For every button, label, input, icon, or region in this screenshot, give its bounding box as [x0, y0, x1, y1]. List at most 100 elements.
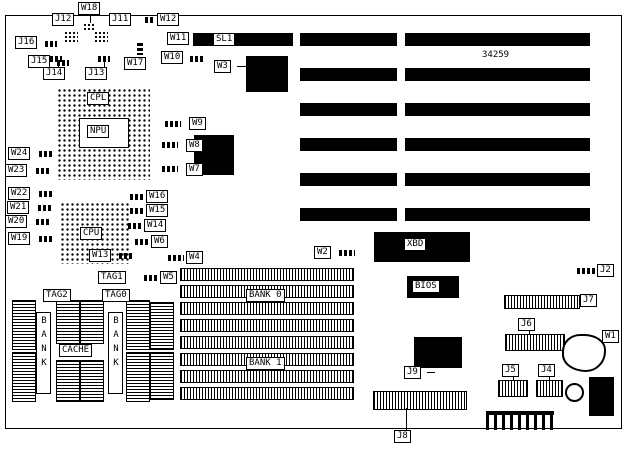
cache-chip: [56, 300, 80, 344]
cache-chip: [150, 302, 174, 350]
leader-line-j9: [427, 372, 435, 373]
label-w23: W23: [5, 164, 28, 177]
cache-chip: [12, 300, 36, 350]
label-bank-left: BANK: [36, 312, 51, 394]
jumper-pins-w18: [83, 23, 95, 30]
label-cache: CACHE: [59, 344, 93, 357]
jumper-pins-w6: [135, 239, 149, 245]
isa-slot-4-seg-a: [300, 138, 397, 151]
jumper-pins-w14: [128, 223, 142, 229]
isa-slot-6-seg-a: [300, 208, 397, 221]
leader-line-j14: [58, 62, 59, 67]
leader-line-j8: [406, 408, 407, 431]
label-j5: J5: [502, 364, 519, 377]
pin-header-j4: [536, 380, 563, 397]
label-w17: W17: [124, 57, 147, 70]
jumper-pins-w23: [36, 168, 50, 174]
cache-chip: [126, 300, 150, 350]
cache-chip: [12, 352, 36, 402]
jumper-pins-w11: [196, 37, 210, 43]
jumper-pins-j15: [57, 60, 69, 66]
label-w2: W2: [314, 246, 331, 259]
cache-chip: [150, 352, 174, 400]
jumper-pins-w19: [39, 236, 53, 242]
pin-header-j8: [373, 391, 467, 410]
chip-near-w3: [246, 56, 288, 92]
plcc-chip-near-j9: [414, 337, 462, 368]
jumper-pins-w20: [36, 219, 50, 225]
keyboard-connector: [589, 377, 614, 416]
label-bank0: BANK 0: [246, 289, 285, 302]
jumper-pins-w7: [162, 166, 178, 172]
label-sl1: SL1: [213, 33, 236, 46]
cache-chip: [80, 360, 104, 402]
leader-line-j5: [513, 377, 514, 380]
label-j13: J13: [85, 67, 108, 80]
label-w10: W10: [161, 51, 184, 64]
label-w22: W22: [8, 187, 31, 200]
pin-header-j6: [505, 334, 565, 351]
jumper-pins-j14: [50, 56, 62, 62]
label-cpu: CPU: [80, 227, 103, 240]
isa-slot-1-seg-c: [405, 33, 590, 46]
isa-slot-5-seg-a: [300, 173, 397, 186]
jumper-pins-w5: [144, 275, 158, 281]
isa-slot-3-seg-a: [300, 103, 397, 116]
label-w7: W7: [186, 163, 203, 176]
label-w5: W5: [160, 271, 177, 284]
jumper-pins-w21: [38, 205, 52, 211]
label-j16: J16: [15, 36, 38, 49]
keyboard-din-circle: [565, 383, 584, 402]
jumper-pins-w8: [162, 142, 178, 148]
jumper-pins-w2: [339, 250, 355, 256]
jumper-pins-w9: [165, 121, 181, 127]
cache-chip: [56, 360, 80, 402]
label-j7: J7: [580, 294, 597, 307]
label-cpl: CPL: [87, 92, 110, 105]
jumper-pins-w4: [168, 255, 184, 261]
label-bank1: BANK 1: [246, 357, 285, 370]
label-j2: J2: [597, 264, 614, 277]
label-w19: W19: [8, 232, 31, 245]
simm-socket-row-5: [180, 336, 354, 349]
leader-line-j4: [549, 377, 550, 380]
label-w8: W8: [186, 139, 203, 152]
cache-chip: [80, 300, 104, 344]
jumper-pins-w22: [39, 191, 53, 197]
leader-line-j13: [104, 62, 105, 67]
label-tag2: TAG2: [43, 289, 71, 302]
jumper-pins-j11: [94, 31, 108, 42]
jumper-pins-w10: [190, 56, 204, 62]
isa-slot-4-seg-b: [405, 138, 590, 151]
label-bios: BIOS: [412, 280, 440, 293]
cache-chip: [126, 352, 150, 402]
jumper-pins-j2: [577, 268, 595, 274]
leader-line-j6: [529, 331, 530, 334]
label-tag1: TAG1: [98, 271, 126, 284]
label-w16: W16: [146, 190, 169, 203]
label-j9: J9: [404, 366, 421, 379]
label-w9: W9: [189, 117, 206, 130]
power-connector: [486, 411, 554, 430]
simm-socket-row-8: [180, 387, 354, 400]
label-w24: W24: [8, 147, 31, 160]
label-w14: W14: [144, 219, 167, 232]
isa-slot-5-seg-b: [405, 173, 590, 186]
jumper-pins-j13: [98, 56, 110, 62]
jumper-pins-w24: [39, 151, 53, 157]
keyboard-cutout: [562, 334, 606, 372]
part-number: 34259: [482, 50, 510, 60]
simm-socket-row-7: [180, 370, 354, 383]
jumper-pins-w12: [145, 17, 155, 23]
label-npu: NPU: [87, 125, 110, 138]
label-w21: W21: [7, 201, 30, 214]
isa-slot-2-seg-b: [405, 68, 590, 81]
label-j4: J4: [538, 364, 555, 377]
label-w6: W6: [151, 235, 168, 248]
label-w15: W15: [146, 204, 169, 217]
jumper-pins-w15: [130, 208, 144, 214]
label-j8: J8: [394, 430, 411, 443]
label-j15: J15: [28, 55, 51, 68]
isa-slot-6-seg-b: [405, 208, 590, 221]
